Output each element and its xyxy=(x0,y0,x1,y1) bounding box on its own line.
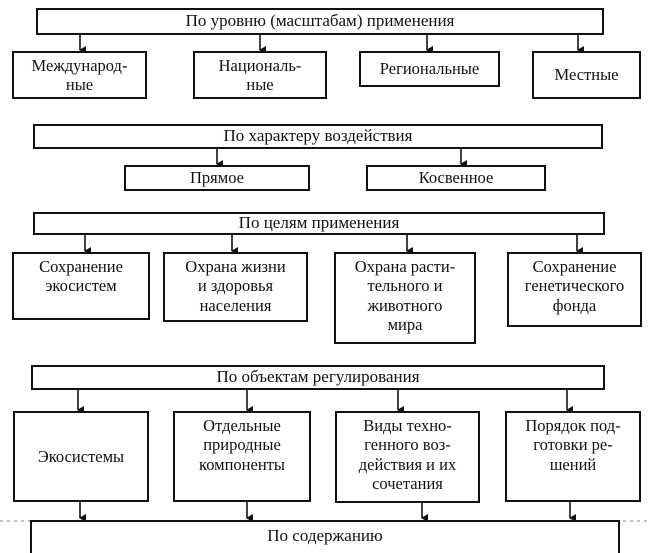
box-decision-procedure-label: Порядок под- готовки ре- шений xyxy=(525,416,621,474)
section-header-scale-label: По уровню (масштабам) применения xyxy=(185,11,455,31)
box-ecosystem-preservation: Сохранение экосистем xyxy=(12,252,150,320)
box-local: Местные xyxy=(532,51,641,99)
box-indirect: Косвенное xyxy=(366,165,546,191)
box-health-protection: Охрана жизни и здоровья населения xyxy=(163,252,308,322)
box-ecosystem-preservation-label: Сохранение экосистем xyxy=(39,257,123,296)
box-health-protection-label: Охрана жизни и здоровья населения xyxy=(185,257,286,315)
box-indirect-label: Косвенное xyxy=(418,168,494,188)
box-technogenic-impact-label: Виды техно- генного воз- действия и их с… xyxy=(358,416,457,494)
box-natural-components: Отдельные природные компоненты xyxy=(173,411,311,502)
section-header-objects-label: По объектам регулирования xyxy=(216,367,420,387)
section-header-goals-label: По целям применения xyxy=(238,213,400,233)
box-national: Националь- ные xyxy=(193,51,327,99)
box-flora-fauna-protection: Охрана расти- тельного и животного мира xyxy=(334,252,476,344)
box-regional: Региональные xyxy=(359,51,500,87)
box-local-label: Местные xyxy=(554,65,619,85)
box-direct-label: Прямое xyxy=(190,168,244,188)
box-genetic-preservation: Сохранение генетического фонда xyxy=(507,252,642,327)
box-ecosystems: Экосистемы xyxy=(13,411,149,502)
section-header-impact-label: По характеру воздействия xyxy=(223,126,413,146)
box-natural-components-label: Отдельные природные компоненты xyxy=(199,416,285,474)
box-direct: Прямое xyxy=(124,165,310,191)
section-header-content-label: По содержанию xyxy=(267,526,383,545)
box-ecosystems-label: Экосистемы xyxy=(37,446,125,466)
box-decision-procedure: Порядок под- готовки ре- шений xyxy=(505,411,641,502)
section-header-objects: По объектам регулирования xyxy=(31,365,605,390)
box-regional-label: Региональные xyxy=(379,59,480,79)
box-flora-fauna-protection-label: Охрана расти- тельного и животного мира xyxy=(354,257,456,335)
box-international-label: Международ- ные xyxy=(31,55,128,94)
box-international: Международ- ные xyxy=(12,51,147,99)
section-header-impact: По характеру воздействия xyxy=(33,124,603,149)
box-technogenic-impact: Виды техно- генного воз- действия и их с… xyxy=(335,411,480,503)
box-genetic-preservation-label: Сохранение генетического фонда xyxy=(524,257,625,315)
section-header-content: По содержанию xyxy=(30,520,620,553)
box-national-label: Националь- ные xyxy=(218,55,302,94)
section-header-goals: По целям применения xyxy=(33,212,605,235)
section-header-scale: По уровню (масштабам) применения xyxy=(36,8,604,35)
